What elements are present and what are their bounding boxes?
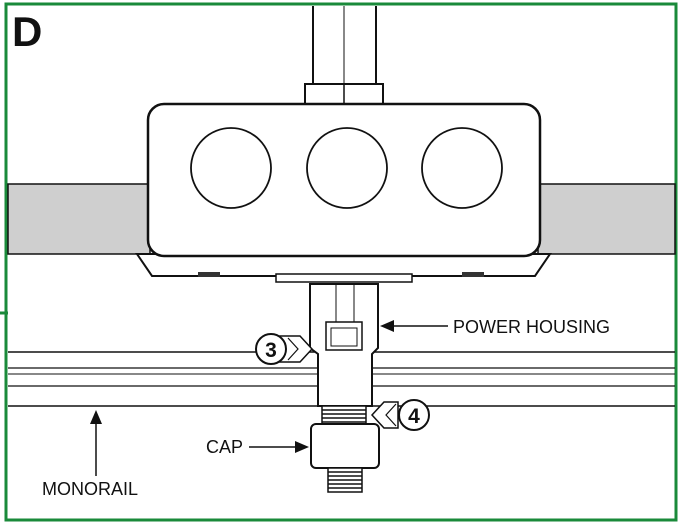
cap-pointer xyxy=(249,441,309,453)
monorail-pointer xyxy=(90,410,102,476)
panel-frame xyxy=(4,2,678,522)
beam-right xyxy=(537,183,676,255)
cap-label: CAP xyxy=(206,437,243,457)
monorail-label: MONORAIL xyxy=(42,479,138,499)
knockout-right xyxy=(421,127,503,209)
housing-connector-inner xyxy=(330,327,358,347)
thread-lower-ridges xyxy=(328,471,362,489)
callout-step-3: 3 xyxy=(255,333,314,365)
center-mount-plate xyxy=(275,273,413,283)
callout-step-3-number: 3 xyxy=(265,339,277,362)
thread-upper-ridges xyxy=(322,409,366,423)
callout-step-4: 4 xyxy=(370,399,430,431)
plate-foot-right xyxy=(462,272,484,277)
power-housing-label: POWER HOUSING xyxy=(453,317,610,337)
power-housing-pointer xyxy=(380,320,448,332)
panel-letter: D xyxy=(12,8,42,55)
knockout-center xyxy=(306,127,388,209)
knockout-left xyxy=(190,127,272,209)
beam-left xyxy=(7,183,151,255)
cap xyxy=(310,423,380,469)
plate-foot-left xyxy=(198,272,220,277)
callout-step-4-number: 4 xyxy=(408,405,420,428)
